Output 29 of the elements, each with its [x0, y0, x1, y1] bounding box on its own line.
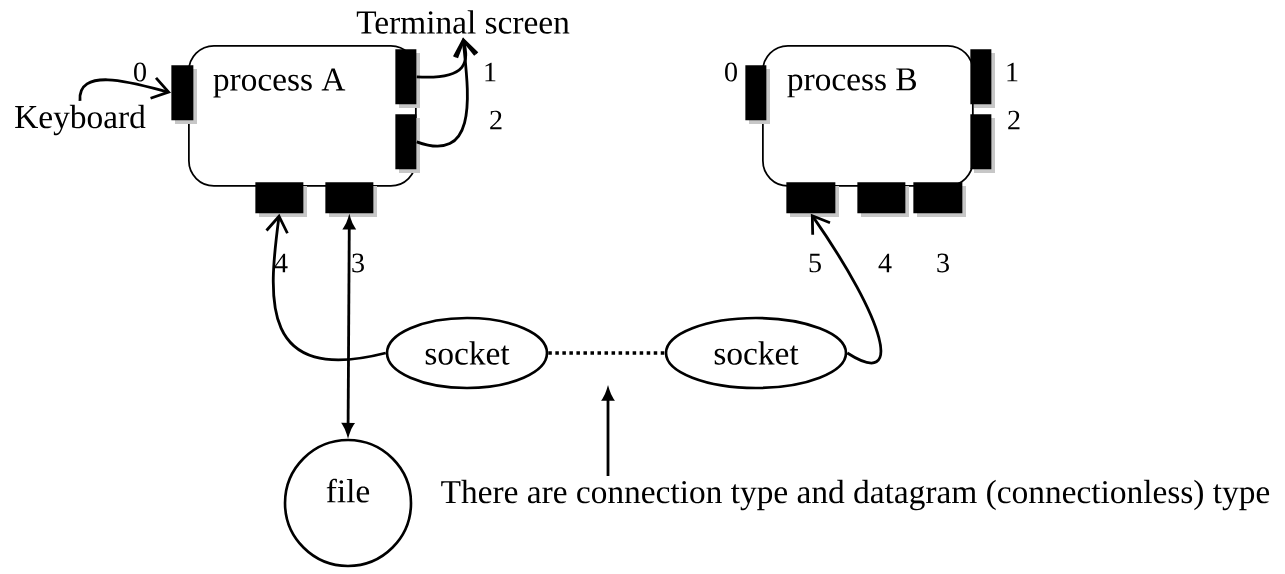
port-number: 3	[937, 253, 949, 273]
port-block	[395, 49, 420, 108]
port-block	[913, 182, 966, 217]
port-number: 1	[485, 62, 496, 82]
port-block	[970, 49, 995, 108]
port-number: 0	[725, 62, 737, 82]
port-number: 5	[809, 253, 821, 273]
port-block	[255, 182, 307, 217]
port-number: 1	[1007, 62, 1018, 82]
device-label: Terminal screen	[356, 10, 570, 34]
port-number: 4	[878, 253, 892, 273]
note-text: There are connection type and datagram (connectionless) type	[441, 479, 1270, 511]
port-number: 4	[274, 253, 288, 273]
arrow	[602, 388, 614, 476]
arrow	[416, 37, 477, 148]
port-block	[171, 65, 197, 124]
port-number: 0	[134, 62, 146, 82]
dotted-line	[548, 351, 665, 355]
port-number: 2	[490, 110, 502, 130]
port-block	[857, 182, 909, 217]
port-block	[325, 182, 377, 217]
port-number: 2	[1008, 110, 1020, 130]
arrow	[810, 213, 883, 365]
port-block	[786, 182, 839, 217]
arrow	[416, 37, 479, 79]
port-block	[745, 65, 770, 124]
port-block	[395, 114, 420, 173]
device-label: Keyboard	[15, 104, 146, 136]
port-block	[970, 114, 995, 173]
